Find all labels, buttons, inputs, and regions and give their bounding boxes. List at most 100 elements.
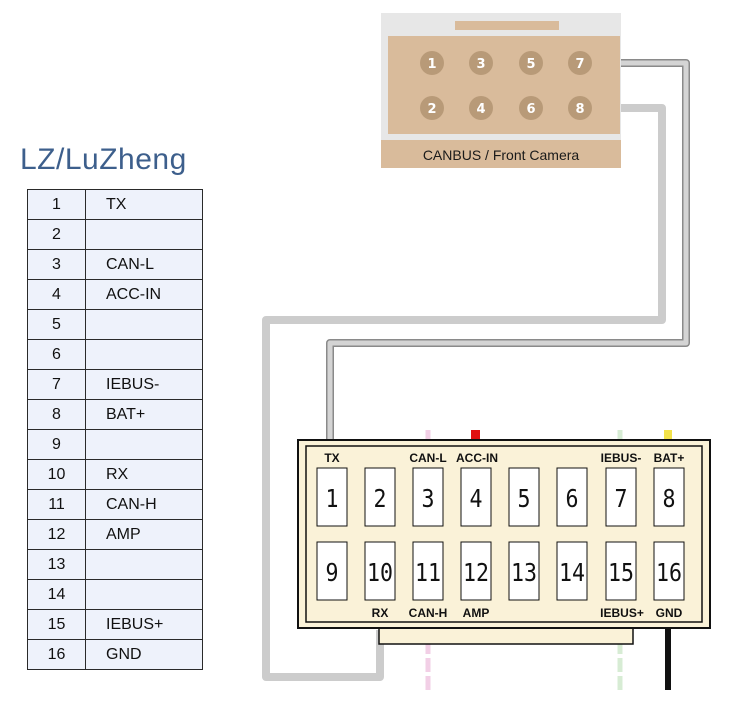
pin-number-cell: 6: [27, 339, 86, 370]
main-pin-label: 15: [608, 558, 634, 587]
canbus-pin-label: 6: [526, 102, 535, 117]
label-can-l: CAN-L: [409, 451, 446, 465]
canbus-pin-label: 5: [526, 57, 535, 72]
main-pin-label: 1: [326, 484, 339, 513]
label-amp: AMP: [463, 606, 490, 620]
main-pin-2: [364, 467, 396, 527]
signal-cell: CAN-H: [85, 489, 203, 520]
main-pin-label: 9: [326, 558, 339, 587]
pin-number-cell: 4: [27, 279, 86, 310]
label-rx: RX: [372, 606, 389, 620]
main-pin-label: 8: [663, 484, 676, 513]
main-pin-7: [605, 467, 637, 527]
main-pin-12: [460, 541, 492, 601]
main-pin-label: 7: [615, 484, 628, 513]
pin-number-cell: 12: [27, 519, 86, 550]
main-pin-label: 3: [422, 484, 435, 513]
main-pin-label: 16: [656, 558, 682, 587]
signal-cell: [85, 339, 203, 370]
signal-cell: IEBUS-: [85, 369, 203, 400]
signal-cell: ACC-IN: [85, 279, 203, 310]
canbus-pin-3: [469, 51, 493, 75]
pin-number-cell: 13: [27, 549, 86, 580]
acc-in-marker: [471, 430, 480, 439]
pin-number-cell: 7: [27, 369, 86, 400]
label-acc-in: ACC-IN: [456, 451, 498, 465]
main-pin-13: [508, 541, 540, 601]
signal-cell: BAT+: [85, 399, 203, 430]
label-iebus-minus: IEBUS-: [601, 451, 642, 465]
label-bat-plus: BAT+: [654, 451, 685, 465]
signal-cell: CAN-L: [85, 249, 203, 280]
wire-pin8-to-rx: [262, 104, 666, 681]
canbus-pin-label: 7: [575, 57, 584, 72]
signal-cell: GND: [85, 639, 203, 670]
label-can-h: CAN-H: [409, 606, 448, 620]
pin-number-cell: 9: [27, 429, 86, 460]
table-row: 6: [27, 339, 203, 370]
canbus-pin-8: [568, 96, 592, 120]
main-pin-16: [653, 541, 685, 601]
main-pin-6: [556, 467, 588, 527]
main-pin-label: 11: [415, 558, 441, 587]
canbus-pin-6: [519, 96, 543, 120]
main-pin-4: [460, 467, 492, 527]
main-pin-label: 13: [511, 558, 537, 587]
main-pin-11: [412, 541, 444, 601]
pin-number-cell: 8: [27, 399, 86, 430]
signal-cell: IEBUS+: [85, 609, 203, 640]
main-pin-10: [364, 541, 396, 601]
canbus-pin-label: 1: [427, 57, 436, 72]
bat-plus-marker: [664, 430, 672, 439]
signal-cell: [85, 309, 203, 340]
main-pin-3: [412, 467, 444, 527]
brand-title: LZ/LuZheng: [20, 143, 187, 176]
label-iebus-plus: IEBUS+: [600, 606, 644, 620]
bottom-wires: [425, 430, 672, 690]
wire-pin7-to-tx-core: [327, 60, 689, 440]
signal-cell: AMP: [85, 519, 203, 550]
main-pin-8: [653, 467, 685, 527]
main-pin-5: [508, 467, 540, 527]
canbus-pin-7: [568, 51, 592, 75]
main-pin-15: [605, 541, 637, 601]
signal-cell: [85, 219, 203, 250]
main-pin-label: 2: [374, 484, 387, 513]
canbus-pin-1: [420, 51, 444, 75]
main-pin-label: 6: [566, 484, 579, 513]
main-pin-9: [316, 541, 348, 601]
signal-cell: [85, 549, 203, 580]
pin-number-cell: 16: [27, 639, 86, 670]
table-row: 5: [27, 309, 203, 340]
main-pin-1: [316, 467, 348, 527]
main-pin-label: 14: [559, 558, 585, 587]
canbus-pin-5: [519, 51, 543, 75]
main-pin-14: [556, 541, 588, 601]
label-gnd: GND: [656, 606, 683, 620]
main-pin-label: 4: [470, 484, 483, 513]
main-pin-label: 12: [463, 558, 489, 587]
canbus-pin-label: 8: [575, 102, 584, 117]
canbus-pin-label: 2: [427, 102, 436, 117]
canbus-pin-label: 4: [476, 102, 485, 117]
main-pin-label: 10: [367, 558, 393, 587]
canbus-pin-label: 3: [476, 57, 485, 72]
main-pin-label: 5: [518, 484, 531, 513]
table-row: 13: [27, 549, 203, 580]
label-tx: TX: [324, 451, 339, 465]
canbus-pin-4: [469, 96, 493, 120]
